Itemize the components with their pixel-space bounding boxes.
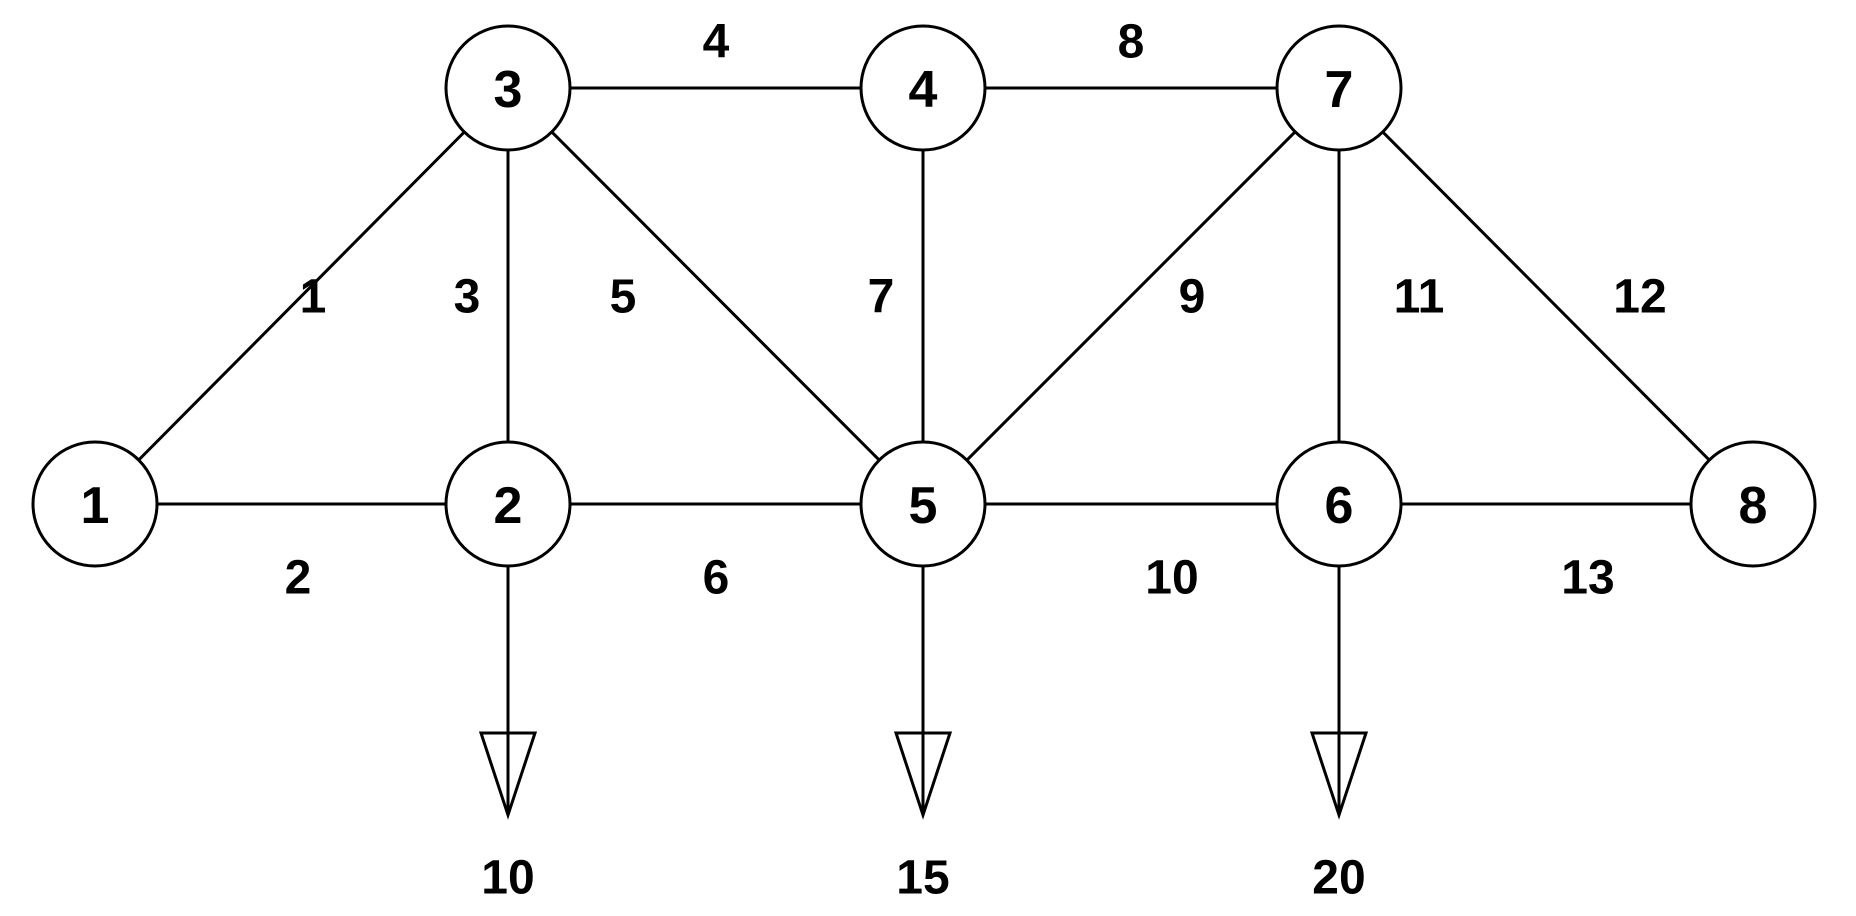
- graph-node-5[interactable]: 5: [859, 440, 987, 568]
- node-circle[interactable]: [859, 24, 987, 152]
- demand-arrow-head-icon: [478, 731, 538, 820]
- edge-weight-label: 6: [703, 552, 730, 605]
- demand-value-label: 15: [896, 852, 949, 905]
- node-circle[interactable]: [1275, 24, 1403, 152]
- node-label: 5: [909, 477, 938, 535]
- graph-node-6[interactable]: 6: [1275, 440, 1403, 568]
- demand-value-label: 10: [481, 852, 534, 905]
- edges-layer: [137, 86, 1711, 506]
- graph-node-4[interactable]: 4: [859, 24, 987, 152]
- demand-labels-layer: 10 15 20: [481, 852, 1365, 905]
- edge-weight-label: 12: [1613, 271, 1666, 324]
- edge-weight-label: 13: [1561, 552, 1614, 605]
- edge-weight-label: 11: [1394, 271, 1445, 324]
- edge-weight-label: 5: [610, 271, 637, 324]
- graph-edge: [550, 130, 881, 462]
- demand-arrow-head-icon: [1309, 731, 1369, 820]
- graph-edge: [965, 130, 1297, 462]
- edge-weight-label: 3: [454, 271, 481, 324]
- graph-node-8[interactable]: 8: [1689, 440, 1817, 568]
- node-circle[interactable]: [1689, 440, 1817, 568]
- node-circle[interactable]: [444, 440, 572, 568]
- node-label: 4: [909, 61, 938, 119]
- edge-weight-label: 8: [1118, 16, 1145, 69]
- node-label: 2: [494, 477, 523, 535]
- graph-node-3[interactable]: 3: [444, 24, 572, 152]
- graph-edge: [137, 130, 466, 462]
- graph-node-2[interactable]: 2: [444, 440, 572, 568]
- demand-value-label: 20: [1312, 852, 1365, 905]
- node-label: 3: [494, 61, 523, 119]
- node-label: 8: [1739, 477, 1768, 535]
- node-circle[interactable]: [859, 440, 987, 568]
- edge-weight-label: 1: [300, 271, 327, 324]
- edge-weight-label: 7: [868, 271, 895, 324]
- edge-weight-label: 4: [703, 16, 730, 69]
- edge-weight-label: 9: [1179, 271, 1206, 324]
- graph-node-1[interactable]: 1: [31, 440, 159, 568]
- graph-node-7[interactable]: 7: [1275, 24, 1403, 152]
- node-label: 1: [81, 477, 110, 535]
- edge-weight-label: 2: [285, 552, 312, 605]
- graph-edge: [1381, 130, 1711, 462]
- node-circle[interactable]: [444, 24, 572, 152]
- node-label: 6: [1325, 477, 1354, 535]
- edge-weight-label: 10: [1145, 552, 1198, 605]
- node-label: 7: [1325, 61, 1354, 119]
- demand-arrows-layer: [478, 566, 1369, 820]
- demand-arrow-head-icon: [893, 731, 953, 820]
- node-circle[interactable]: [31, 440, 159, 568]
- node-circle[interactable]: [1275, 440, 1403, 568]
